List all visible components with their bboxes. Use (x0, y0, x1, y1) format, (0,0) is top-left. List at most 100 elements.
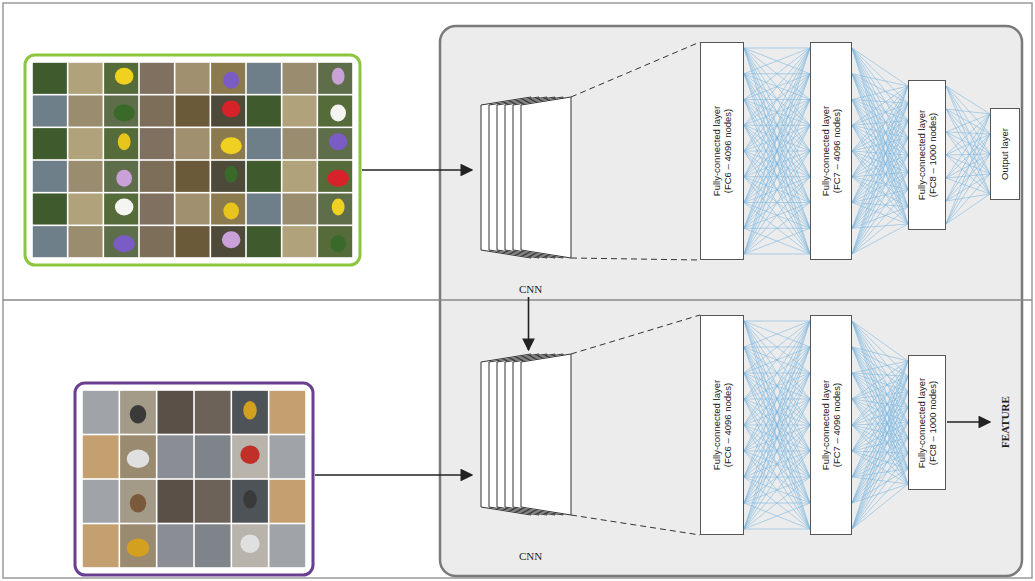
image-tile (68, 95, 102, 126)
source-dataset-frame (25, 55, 360, 265)
image-tile (83, 391, 119, 434)
dense-connection (852, 321, 908, 529)
image-tile (247, 95, 281, 126)
image-tile (157, 524, 193, 567)
fc-layer-box: Fully-connected layer (FC7 – 4096 nodes) (810, 42, 852, 260)
image-tile (33, 161, 67, 192)
image-tile (247, 193, 281, 224)
image-tile (175, 63, 209, 94)
feature-map (521, 97, 571, 258)
fc-layer-box: Fully-connected layer (FC7 – 4096 nodes) (810, 315, 852, 535)
image-subject (222, 101, 241, 118)
image-tile (175, 226, 209, 257)
cnn-block: CNN (478, 352, 583, 562)
image-subject (327, 170, 348, 187)
outer-frame (3, 3, 1032, 578)
fc-layer-box: Fully-connected layer (FC8 – 1000 nodes) (908, 80, 946, 230)
layer-label: Fully-connected layer (FC8 – 1000 nodes) (916, 367, 939, 479)
dense-connection (946, 86, 990, 224)
image-tile (232, 524, 268, 567)
image-tile (282, 193, 316, 224)
image-tile (104, 63, 138, 94)
image-tile (318, 161, 352, 192)
image-tile (140, 128, 174, 159)
image-tile (83, 524, 119, 567)
image-tile (68, 161, 102, 192)
dense-connection (744, 48, 810, 254)
image-tile (33, 226, 67, 257)
layer-label: Fully-connected layer (FC8 – 1000 nodes) (916, 99, 939, 211)
image-tile (140, 95, 174, 126)
feature-map (521, 354, 571, 515)
image-tile (232, 435, 268, 478)
image-tile (195, 435, 231, 478)
fc-layer-box: Fully-connected layer (FC8 – 1000 nodes) (908, 355, 946, 490)
flatten-connection (571, 42, 700, 260)
image-tile (318, 128, 352, 159)
image-tile (211, 193, 245, 224)
image-tile (318, 95, 352, 126)
cnn-feature-maps (478, 95, 583, 260)
image-tile (68, 63, 102, 94)
fc-layer-box: Fully-connected layer (FC6 – 4096 nodes) (700, 42, 744, 260)
model-panel (440, 26, 1022, 576)
image-subject (332, 199, 345, 216)
layer-label: Fully-connected layer (FC6 – 4096 nodes) (711, 369, 734, 481)
dense-connection (744, 321, 810, 529)
image-subject (225, 166, 238, 183)
image-tile (120, 524, 156, 567)
image-tile (211, 226, 245, 257)
image-subject (115, 199, 134, 216)
image-tile (211, 95, 245, 126)
section-divider (3, 299, 1032, 301)
image-tile (282, 128, 316, 159)
image-subject (330, 105, 346, 122)
image-tile (269, 524, 305, 567)
image-tile (318, 226, 352, 257)
input-arrow (362, 169, 472, 171)
image-tile (232, 480, 268, 523)
cnn-block: CNN (478, 95, 583, 295)
image-tile (282, 95, 316, 126)
image-subject (222, 231, 241, 248)
image-tile (269, 391, 305, 434)
image-tile (195, 391, 231, 434)
target-dataset-frame (75, 383, 313, 575)
image-tile (195, 524, 231, 567)
image-tile (83, 480, 119, 523)
image-tile (282, 161, 316, 192)
image-tile (120, 435, 156, 478)
image-tile (104, 193, 138, 224)
image-tile (232, 391, 268, 434)
fc-layer-box: Fully-connected layer (FC6 – 4096 nodes) (700, 315, 744, 535)
image-subject (332, 68, 345, 85)
feature-arrow (947, 421, 990, 423)
image-subject (243, 490, 256, 509)
image-tile (247, 226, 281, 257)
dense-connection (852, 48, 908, 254)
image-tile (195, 480, 231, 523)
block-label: CNN (478, 550, 583, 562)
image-tile (175, 95, 209, 126)
image-tile (33, 193, 67, 224)
image-subject (127, 538, 149, 557)
image-tile (104, 128, 138, 159)
image-subject (116, 170, 132, 187)
image-tile (83, 435, 119, 478)
cnn-feature-maps (478, 352, 583, 517)
image-tile (247, 161, 281, 192)
image-tile (140, 226, 174, 257)
image-grid (33, 63, 352, 257)
image-tile (120, 391, 156, 434)
image-tile (282, 226, 316, 257)
image-tile (157, 435, 193, 478)
image-tile (247, 128, 281, 159)
image-subject (130, 405, 146, 424)
image-tile (120, 480, 156, 523)
image-subject (127, 449, 149, 468)
image-subject (113, 105, 134, 122)
layer-label: Fully-connected layer (FC7 – 4096 nodes) (820, 95, 843, 207)
image-tile (104, 226, 138, 257)
layer-label: Output layer (999, 118, 1010, 190)
image-grid (83, 391, 305, 567)
